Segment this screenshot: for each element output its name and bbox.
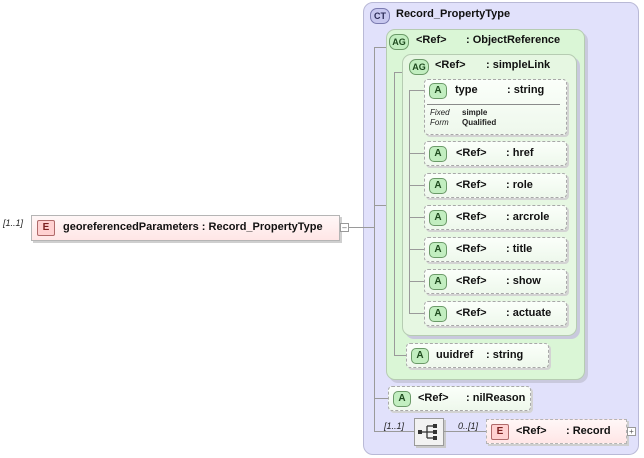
root-element-cardinality: [1..1]: [3, 218, 24, 228]
ct-badge: CT: [370, 8, 390, 24]
connector: [409, 153, 424, 154]
plus-icon[interactable]: +: [627, 427, 636, 436]
simple-link-type: : simpleLink: [486, 59, 551, 71]
object-reference-ref: <Ref>: [416, 34, 447, 46]
connector: [374, 47, 388, 48]
connector: [444, 431, 486, 432]
attribute-badge: A: [429, 178, 447, 194]
object-reference-type: : ObjectReference: [466, 34, 561, 46]
attribute-ref: <Ref>: [456, 243, 487, 255]
simple-link-ref: <Ref>: [435, 59, 466, 71]
attribute-type-name: : href: [506, 147, 534, 159]
attribute-badge: A: [393, 391, 411, 407]
nil-reason-type: : nilReason: [466, 392, 526, 404]
type-attribute-type: : string: [507, 84, 545, 96]
type-attribute-name: type: [455, 84, 478, 96]
connector: [409, 90, 410, 313]
connector: [374, 47, 375, 432]
minus-icon[interactable]: –: [340, 223, 349, 232]
attribute-arcrole[interactable]: [424, 205, 567, 230]
ag-badge: AG: [389, 34, 409, 50]
attribute-ref: <Ref>: [456, 275, 487, 287]
attribute-href[interactable]: [424, 141, 567, 166]
connector: [374, 205, 394, 206]
uuidref-name: uuidref: [436, 349, 474, 361]
attribute-badge: A: [429, 83, 447, 99]
fixed-label: Fixed: [430, 108, 450, 117]
attribute-type-name: : title: [506, 243, 533, 255]
connector: [394, 72, 395, 355]
root-element-label: georeferencedParameters : Record_Propert…: [63, 221, 323, 233]
connector: [409, 313, 424, 314]
connector: [409, 249, 424, 250]
attribute-show[interactable]: [424, 269, 567, 294]
attribute-type-name: : arcrole: [506, 211, 550, 223]
element-badge: E: [37, 220, 55, 236]
attribute-badge: A: [411, 348, 429, 364]
attribute-nil-reason[interactable]: [388, 386, 531, 411]
record-cardinality: 0..[1]: [458, 421, 479, 431]
sequence-icon: [418, 424, 437, 440]
form-value: Qualified: [462, 118, 497, 127]
attribute-badge: A: [429, 306, 447, 322]
attribute-type-name: : actuate: [506, 307, 552, 319]
attribute-type-name: : show: [506, 275, 541, 287]
attribute-badge: A: [429, 210, 447, 226]
attribute-badge: A: [429, 274, 447, 290]
sequence-cardinality: [1..1]: [384, 421, 405, 431]
connector: [349, 227, 374, 228]
attribute-title[interactable]: [424, 237, 567, 262]
connector: [409, 217, 424, 218]
attribute-uuidref[interactable]: [406, 343, 549, 368]
connector: [374, 431, 414, 432]
root-element-georeferenced-parameters[interactable]: [31, 215, 340, 241]
attribute-badge: A: [429, 146, 447, 162]
element-record[interactable]: [486, 419, 627, 444]
connector: [394, 72, 404, 73]
attribute-badge: A: [429, 242, 447, 258]
element-badge: E: [491, 424, 509, 440]
connector: [409, 281, 424, 282]
divider: [427, 104, 560, 105]
attribute-ref: <Ref>: [456, 211, 487, 223]
attribute-type-name: : role: [506, 179, 533, 191]
ag-badge: AG: [409, 59, 429, 75]
connector: [409, 90, 424, 91]
record-type: : Record: [566, 425, 611, 437]
fixed-value: simple: [462, 108, 488, 117]
form-label: Form: [430, 118, 449, 127]
sequence-icon[interactable]: [414, 418, 444, 446]
connector: [394, 355, 406, 356]
attribute-ref: <Ref>: [456, 307, 487, 319]
connector: [409, 185, 424, 186]
record-ref: <Ref>: [516, 425, 547, 437]
attribute-ref: <Ref>: [456, 179, 487, 191]
uuidref-type: : string: [486, 349, 524, 361]
attribute-role[interactable]: [424, 173, 567, 198]
complex-type-name: Record_PropertyType: [396, 8, 511, 20]
nil-reason-ref: <Ref>: [418, 392, 449, 404]
attribute-actuate[interactable]: [424, 301, 567, 326]
attribute-ref: <Ref>: [456, 147, 487, 159]
connector: [374, 398, 388, 399]
attribute-type[interactable]: [424, 79, 567, 135]
